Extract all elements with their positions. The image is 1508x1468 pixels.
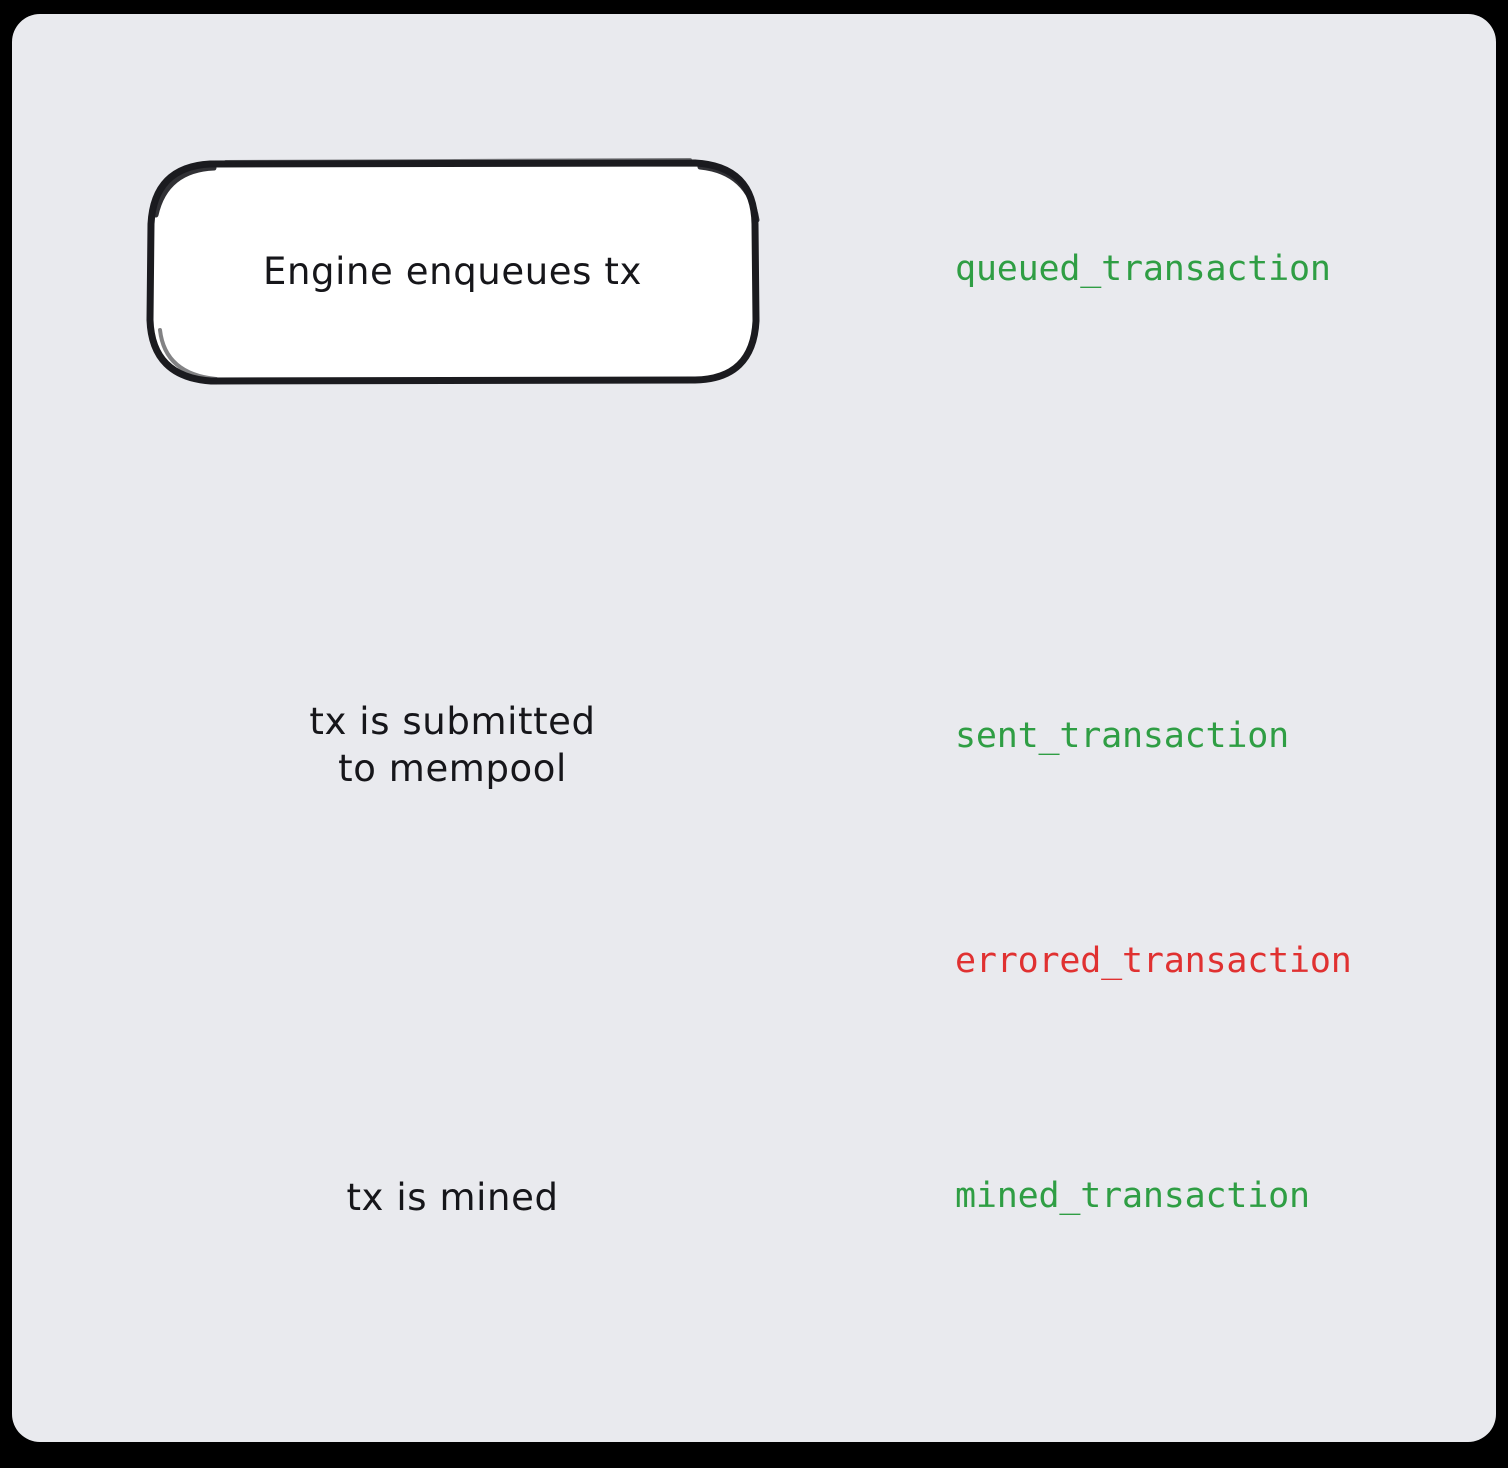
event-label-errored-transaction: errored_transaction bbox=[955, 941, 1352, 981]
event-label-mined-transaction: mined_transaction bbox=[955, 1176, 1310, 1216]
event-label-queued-transaction: queued_transaction bbox=[955, 249, 1331, 289]
event-label-sent-transaction: sent_transaction bbox=[955, 716, 1289, 756]
node-box-enqueue[interactable] bbox=[146, 158, 760, 385]
